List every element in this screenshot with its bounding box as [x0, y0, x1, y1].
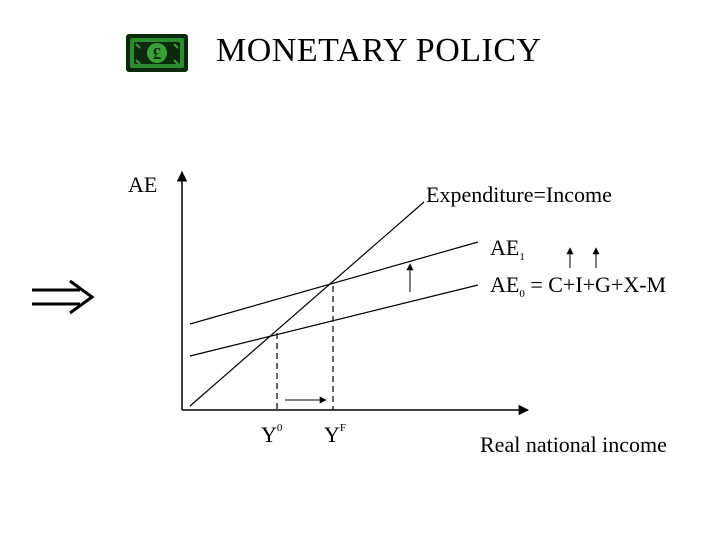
pound-banknote-icon: £	[126, 34, 188, 72]
ae0-label-main: AE	[490, 272, 519, 297]
double-right-arrow-icon	[32, 279, 95, 315]
ae1-line	[189, 241, 479, 325]
y0-label: Y0	[261, 422, 283, 447]
guide-line-label: Expenditure=Income	[426, 182, 612, 207]
ae0-label: AE0 = C+I+G+X-M	[490, 272, 666, 300]
ae1-label: AE1	[490, 235, 525, 263]
y0-label-sup: 0	[277, 422, 283, 434]
yf-label-main: Y	[324, 422, 340, 447]
ae0-line	[189, 284, 479, 357]
svg-text:£: £	[153, 44, 162, 63]
yf-label: YF	[324, 422, 346, 447]
y0-label-main: Y	[261, 422, 277, 447]
y-axis-label: AE	[128, 172, 157, 197]
ae1-label-main: AE	[490, 235, 519, 260]
yf-label-sup: F	[340, 422, 346, 434]
expenditure-income-line	[189, 201, 425, 407]
x-axis-label: Real national income	[480, 432, 667, 457]
slide-title: MONETARY POLICY	[216, 32, 542, 69]
ae1-label-sub: 1	[519, 251, 525, 263]
ae0-label-sub: 0	[519, 288, 525, 300]
ae0-equation: = C+I+G+X-M	[525, 272, 666, 297]
